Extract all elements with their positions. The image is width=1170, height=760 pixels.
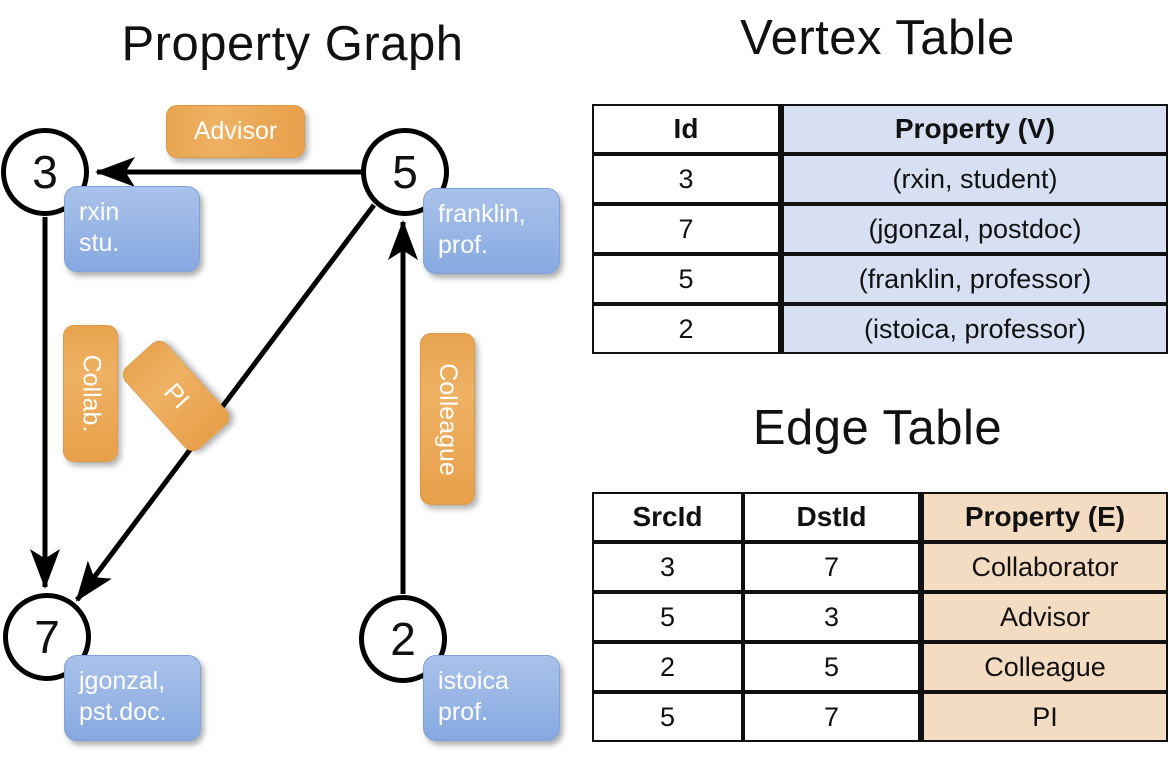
graph-node-5[interactable]: 5: [361, 128, 449, 216]
edge-label-advisor-text: Advisor: [193, 117, 278, 145]
edge-label-collab[interactable]: Collab.: [63, 325, 118, 462]
vertex-label-istoica[interactable]: istoica prof.: [423, 655, 560, 741]
vertex-label-rxin[interactable]: rxin stu.: [64, 186, 200, 272]
table-row[interactable]: 3 7 Collaborator: [592, 542, 1168, 592]
edge-cell-srcid: 5: [592, 592, 743, 642]
vertex-label-jgonzal[interactable]: jgonzal, pst.doc.: [64, 655, 201, 741]
table-row[interactable]: 5 3 Advisor: [592, 592, 1168, 642]
edge-table-header-property: Property (E): [920, 492, 1168, 542]
vertex-label-rxin-line1: rxin: [79, 198, 120, 226]
vertex-label-franklin-line2: prof.: [438, 231, 489, 260]
page-title-vertex-table: Vertex Table: [740, 11, 1015, 65]
edge-cell-dstid: 5: [743, 642, 920, 692]
edge-cell-srcid: 3: [592, 542, 743, 592]
edge-cell-property: Collaborator: [920, 542, 1168, 592]
edge-table-header-srcid: SrcId: [592, 492, 743, 542]
vertex-cell-id: 5: [592, 254, 780, 304]
vertex-cell-property: (istoica, professor): [780, 304, 1168, 354]
property-graph-diagram: 3 5 7 2 rxin stu. franklin, prof. jgonza…: [1, 105, 560, 741]
edge-label-advisor[interactable]: Advisor: [166, 105, 305, 158]
edge-cell-dstid: 7: [743, 542, 920, 592]
edge-table: SrcId DstId Property (E) 3 7 Collaborato…: [592, 492, 1168, 742]
vertex-table: Id Property (V) 3 (rxin, student) 7 (jgo…: [592, 104, 1168, 354]
edge-label-pi-text: PI: [158, 377, 195, 414]
vertex-label-jgonzal-line2: pst.doc.: [79, 698, 167, 727]
vertex-cell-id: 2: [592, 304, 780, 354]
table-row[interactable]: 5 (franklin, professor): [592, 254, 1168, 304]
edge-label-colleague[interactable]: Colleague: [420, 333, 475, 505]
page-title-edge-table: Edge Table: [752, 401, 1003, 455]
graph-edge-5-to-7: [75, 203, 376, 602]
vertex-label-istoica-line2: prof.: [438, 698, 489, 727]
page-title-property-graph: Property Graph: [121, 17, 464, 71]
edge-cell-srcid: 2: [592, 642, 743, 692]
vertex-label-rxin-line2: stu.: [79, 229, 120, 258]
table-row[interactable]: 7 (jgonzal, postdoc): [592, 204, 1168, 254]
table-row[interactable]: 2 (istoica, professor): [592, 304, 1168, 354]
edge-cell-srcid: 5: [592, 692, 743, 742]
table-row[interactable]: 3 (rxin, student): [592, 154, 1168, 204]
vertex-cell-id: 3: [592, 154, 780, 204]
edge-cell-dstid: 3: [743, 592, 920, 642]
graph-edges-layer: [30, 157, 418, 602]
edge-table-header-dstid: DstId: [743, 492, 920, 542]
vertex-label-istoica-line1: istoica: [438, 667, 509, 695]
vertex-cell-property: (jgonzal, postdoc): [780, 204, 1168, 254]
table-row[interactable]: 5 7 PI: [592, 692, 1168, 742]
vertex-cell-id: 7: [592, 204, 780, 254]
vertex-table-header-id: Id: [592, 104, 780, 154]
vertex-label-jgonzal-line1: jgonzal,: [79, 667, 166, 695]
edge-label-colleague-text: Colleague: [434, 362, 462, 476]
edge-cell-property: Colleague: [920, 642, 1168, 692]
graph-node-2[interactable]: 2: [359, 595, 447, 683]
vertex-cell-property: (rxin, student): [780, 154, 1168, 204]
vertex-table-header-property: Property (V): [780, 104, 1168, 154]
vertex-cell-property: (franklin, professor): [780, 254, 1168, 304]
edge-label-collab-text: Collab.: [77, 354, 106, 433]
vertex-label-franklin-line1: franklin,: [438, 200, 526, 228]
edge-cell-property: PI: [920, 692, 1168, 742]
edge-cell-property: Advisor: [920, 592, 1168, 642]
vertex-label-franklin[interactable]: franklin, prof.: [423, 188, 560, 274]
edge-table-header-row: SrcId DstId Property (E): [592, 492, 1168, 542]
edge-cell-dstid: 7: [743, 692, 920, 742]
vertex-table-header-row: Id Property (V): [592, 104, 1168, 154]
table-row[interactable]: 2 5 Colleague: [592, 642, 1168, 692]
